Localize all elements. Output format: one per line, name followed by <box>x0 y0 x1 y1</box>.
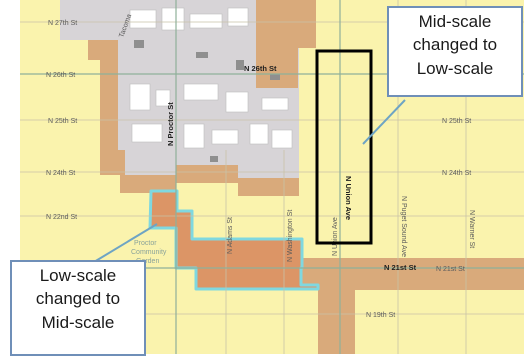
callout-low-to-mid-line1: Low-scale <box>39 266 117 285</box>
street-label-n21st-left: N 21st St <box>384 263 417 272</box>
park-label-line3: Garden <box>136 258 159 265</box>
street-label-union-upper: N Union Ave <box>344 176 353 220</box>
street-label-adams: N Adams St <box>227 217 234 254</box>
leader-line-upper <box>362 99 406 145</box>
street-label-union-lower: N Union Ave <box>332 217 339 256</box>
leader-line-lower <box>93 223 158 263</box>
commercial-strip-inner <box>88 0 118 36</box>
callout-mid-to-low-line3: Low-scale <box>416 58 494 78</box>
street-label-warner: N Warner St <box>468 210 475 248</box>
street-label-n26th-left: N 26th St <box>46 72 75 79</box>
street-label-n27th: N 27th St <box>48 20 77 27</box>
street-label-puget-sound: N Puget Sound Ave <box>400 196 407 257</box>
callout-low-to-mid-line3: Mid-scale <box>41 312 115 332</box>
callout-low-to-mid: Low-scale changed to Mid-scale <box>10 260 146 356</box>
callout-mid-to-low-line2: changed to <box>412 35 498 55</box>
callout-mid-to-low: Mid-scale changed to Low-scale <box>387 6 523 97</box>
street-label-n19th: N 19th St <box>366 312 395 319</box>
street-label-n21st-right: N 21st St <box>436 266 465 273</box>
callout-mid-to-low-line1: Mid-scale <box>418 12 492 31</box>
street-label-n25th-right: N 25th St <box>442 118 471 125</box>
changed-area-mid-to-low <box>315 49 373 245</box>
street-label-n24th-right: N 24th St <box>442 170 471 177</box>
park-label-line2: Community <box>131 249 167 256</box>
arterial-lines <box>20 0 524 354</box>
street-label-n24th-left: N 24th St <box>46 170 75 177</box>
street-label-proctor: N Proctor St <box>166 102 175 146</box>
street-label-n22nd: N 22nd St <box>46 214 77 221</box>
street-label-n26th-center: N 26th St <box>244 64 277 73</box>
building-footprints-dark <box>134 40 280 162</box>
callout-low-to-mid-line2: changed to <box>35 289 121 309</box>
street-label-n25th-left: N 25th St <box>48 118 77 125</box>
park-label-line1: Proctor <box>134 240 157 247</box>
street-label-washington: N Washington St <box>287 210 294 262</box>
building-footprints <box>129 7 293 149</box>
